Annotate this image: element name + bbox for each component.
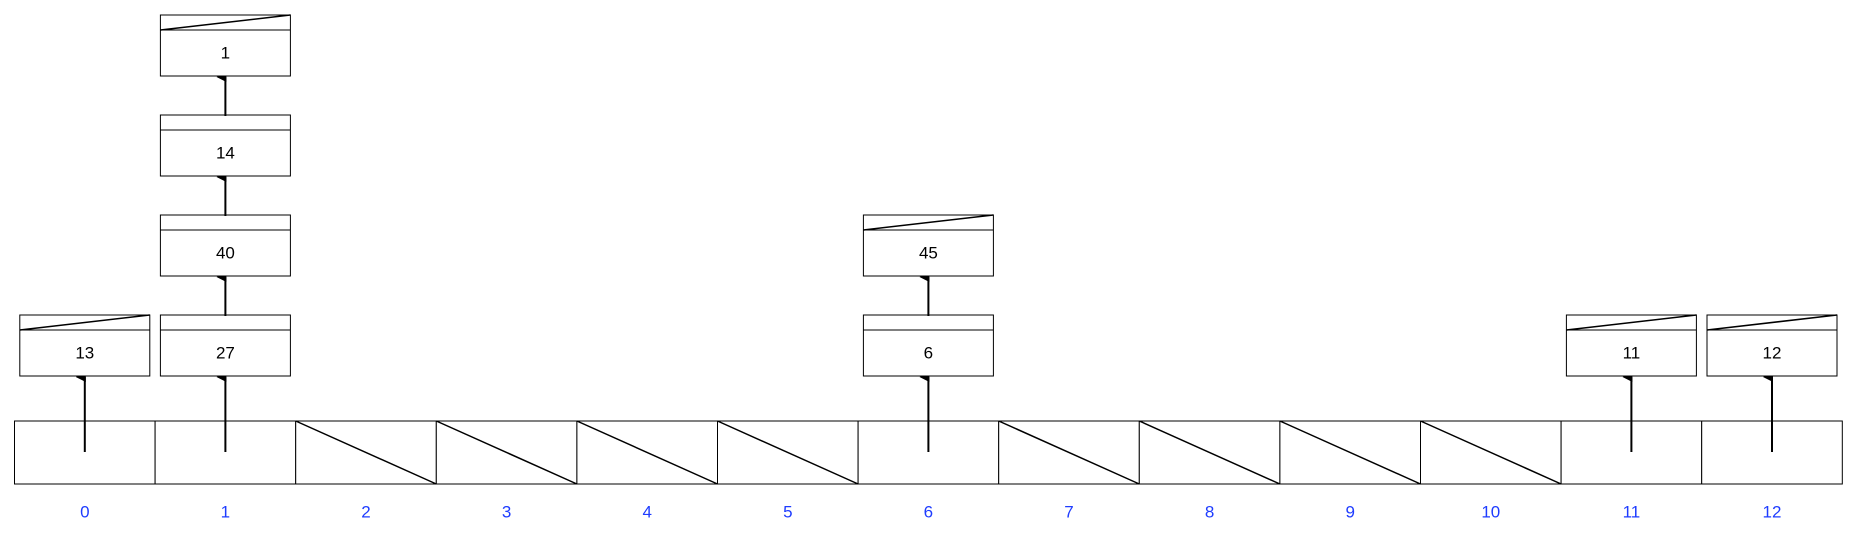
null-slash bbox=[576, 420, 718, 485]
bucket-cell bbox=[435, 420, 578, 485]
node-value: 11 bbox=[1623, 343, 1641, 362]
bucket-cell bbox=[998, 420, 1140, 485]
bucket-index-label: 5 bbox=[783, 502, 792, 521]
null-slash bbox=[1279, 420, 1421, 485]
bucket-index-label: 8 bbox=[1205, 502, 1214, 521]
node-value: 14 bbox=[216, 143, 235, 162]
bucket-index-label: 2 bbox=[361, 502, 370, 521]
bucket-index-label: 6 bbox=[924, 502, 933, 521]
node-box bbox=[1565, 314, 1697, 377]
bucket-cell bbox=[1138, 420, 1281, 485]
bucket-index-label: 1 bbox=[221, 502, 230, 521]
bucket-index-label: 0 bbox=[80, 502, 89, 521]
bucket-index-label: 10 bbox=[1481, 502, 1500, 521]
chains-layer: 13 27 40 14 1 6 45 11 12 bbox=[19, 14, 1838, 452]
chain-node: 27 bbox=[159, 272, 291, 377]
chain-node: 40 bbox=[159, 172, 291, 277]
node-value: 13 bbox=[75, 343, 94, 362]
null-next-slash bbox=[863, 214, 994, 231]
null-next-slash bbox=[160, 14, 291, 31]
chain-node: 6 bbox=[862, 272, 994, 377]
node-value: 27 bbox=[216, 343, 235, 362]
node-value: 12 bbox=[1763, 343, 1782, 362]
node-box bbox=[159, 314, 291, 377]
null-next-slash bbox=[19, 314, 150, 331]
null-slash bbox=[295, 420, 437, 485]
bucket-index-label: 3 bbox=[502, 502, 511, 521]
null-slash bbox=[435, 420, 578, 485]
chain-node: 13 bbox=[19, 314, 151, 377]
node-value: 6 bbox=[924, 343, 933, 362]
node-box bbox=[159, 114, 291, 177]
null-slash bbox=[998, 420, 1140, 485]
node-box bbox=[159, 14, 291, 77]
bucket-cell bbox=[717, 420, 859, 485]
bucket-index-label: 12 bbox=[1763, 502, 1782, 521]
chain-node: 45 bbox=[862, 214, 994, 277]
chain-node: 11 bbox=[1565, 314, 1697, 377]
bucket-cell bbox=[576, 420, 719, 485]
bucket-index-label: 4 bbox=[642, 502, 651, 521]
null-next-slash bbox=[1566, 314, 1697, 331]
null-slash bbox=[1138, 420, 1281, 485]
node-box bbox=[159, 214, 291, 277]
node-box bbox=[862, 314, 994, 377]
bucket-cell bbox=[1279, 420, 1422, 485]
chain-node: 12 bbox=[1706, 314, 1838, 377]
bucket-index-label: 7 bbox=[1064, 502, 1073, 521]
bucket-cell bbox=[1420, 420, 1562, 485]
null-slash bbox=[1420, 420, 1562, 485]
bucket-cell bbox=[295, 420, 437, 485]
node-value: 1 bbox=[221, 43, 230, 62]
node-value: 40 bbox=[216, 243, 235, 262]
chain-node: 1 bbox=[159, 14, 291, 77]
chain-node: 14 bbox=[159, 72, 291, 177]
node-box bbox=[862, 214, 994, 277]
node-box bbox=[19, 314, 151, 377]
bucket-index-label: 9 bbox=[1345, 502, 1354, 521]
bucket-array bbox=[14, 420, 1843, 485]
bucket-index-label: 11 bbox=[1623, 502, 1641, 521]
null-slash bbox=[717, 420, 859, 485]
null-next-slash bbox=[1706, 314, 1838, 331]
node-box bbox=[1706, 314, 1838, 377]
node-value: 45 bbox=[919, 243, 938, 262]
